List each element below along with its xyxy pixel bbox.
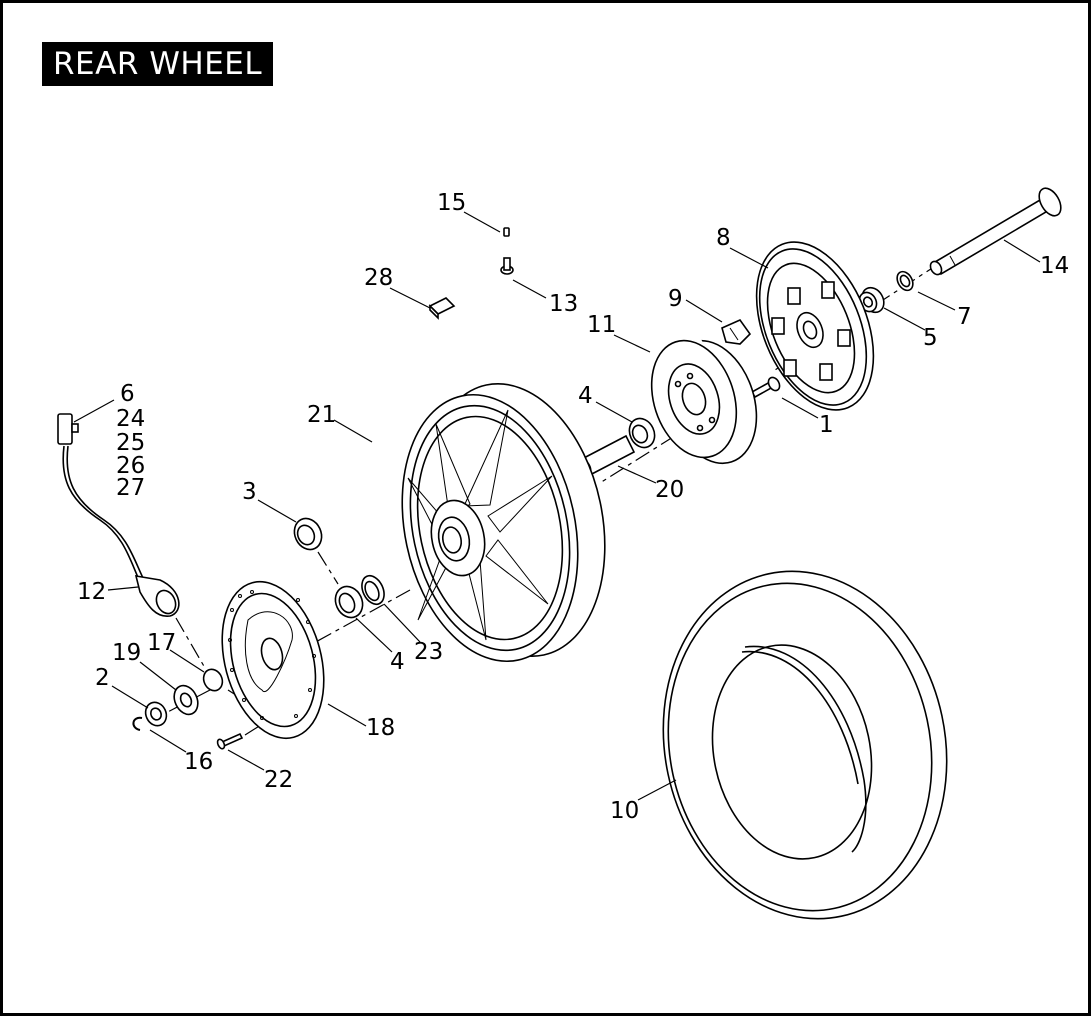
callout-6: 6 [120, 381, 135, 407]
rotor-screw [216, 732, 244, 750]
callout-10: 10 [610, 798, 639, 824]
compensator-hub [650, 337, 758, 465]
callout-19: 19 [112, 640, 141, 666]
wheel-bearing-right [628, 417, 656, 449]
callout-8: 8 [716, 225, 731, 251]
callout-4-upper: 4 [578, 383, 593, 409]
wheel-weight [428, 297, 456, 320]
callout-2: 2 [95, 665, 110, 691]
callout-7: 7 [957, 304, 972, 330]
callout-11: 11 [587, 312, 616, 338]
callout-labels: 15 13 28 8 14 7 5 9 11 4 1 20 21 3 6 24 … [77, 190, 1069, 824]
callout-26: 26 [116, 453, 145, 479]
belt-sprocket [755, 241, 875, 411]
callout-28: 28 [364, 265, 393, 291]
callout-21: 21 [307, 402, 336, 428]
callout-1: 1 [819, 412, 834, 438]
bearing-left-outer [293, 517, 323, 551]
callout-15: 15 [437, 190, 466, 216]
axle-washer [173, 684, 199, 716]
callout-22: 22 [264, 767, 293, 793]
wheel-speed-sensor [62, 445, 180, 617]
callout-17: 17 [147, 630, 176, 656]
valve-cap [503, 227, 510, 237]
sensor-connector [57, 413, 79, 445]
callout-20: 20 [655, 477, 684, 503]
sprocket-isolator [721, 319, 752, 345]
callout-9: 9 [668, 286, 683, 312]
callout-27: 27 [116, 475, 145, 501]
callout-14: 14 [1040, 253, 1069, 279]
callout-13: 13 [549, 291, 578, 317]
axle-spacer-left [202, 668, 224, 692]
spacer-ring [896, 270, 914, 292]
callout-24: 24 [116, 406, 145, 432]
brake-disc [221, 580, 325, 740]
bearing-spacer-ring [361, 574, 385, 606]
wheel-bearing-left [334, 585, 364, 619]
leader-lines [73, 211, 1041, 801]
callout-4-lower: 4 [390, 649, 405, 675]
callout-25: 25 [116, 430, 145, 456]
valve-stem [500, 257, 514, 275]
callout-16: 16 [184, 749, 213, 775]
callout-12: 12 [77, 579, 106, 605]
sprocket-bolt [750, 376, 781, 399]
callout-18: 18 [366, 715, 395, 741]
axle [929, 187, 1062, 276]
callout-3: 3 [242, 479, 257, 505]
tire [662, 570, 948, 920]
callout-5: 5 [923, 325, 938, 351]
cast-wheel [401, 383, 606, 663]
retaining-clip [132, 716, 143, 731]
diagram-title: REAR WHEEL [42, 42, 274, 86]
axle-nut [144, 701, 168, 727]
callout-23: 23 [414, 639, 443, 665]
